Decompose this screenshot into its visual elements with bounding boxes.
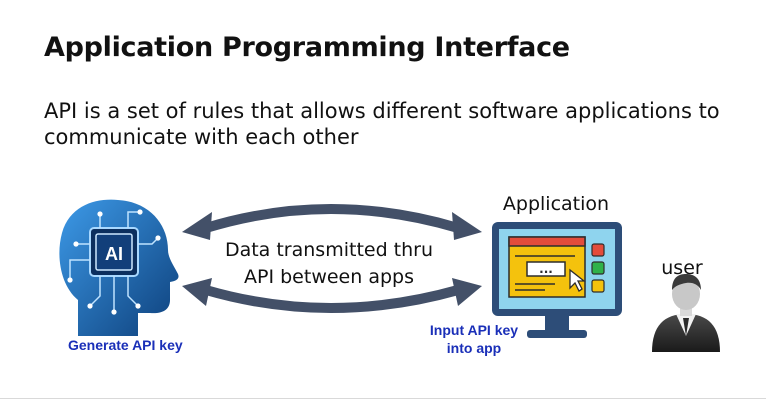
ai-chip-text: AI: [105, 244, 123, 264]
top-double-arrow: [182, 204, 482, 240]
application-monitor-icon: ...: [492, 222, 622, 338]
footer-divider: [0, 398, 766, 399]
api-data-label: Data transmitted thru API between apps: [208, 237, 450, 291]
user-label: user: [661, 257, 703, 279]
bottom-double-arrow: [182, 278, 482, 313]
api-data-label-line1: Data transmitted thru: [224, 239, 434, 261]
input-api-key-label: Input API key into app: [414, 321, 534, 357]
input-api-key-line1: Input API key: [429, 322, 519, 338]
page-title: Application Programming Interface: [44, 32, 570, 63]
user-businessman-icon: [652, 274, 720, 352]
app-field-text: ...: [539, 262, 553, 276]
application-label: Application: [502, 193, 610, 215]
input-api-key-line2: into app: [446, 340, 502, 356]
ai-head-icon: AI: [59, 199, 179, 336]
page-subtitle: API is a set of rules that allows differ…: [44, 99, 720, 149]
api-data-label-line2: API between apps: [244, 266, 414, 288]
generate-api-key-label: Generate API key: [68, 337, 183, 353]
